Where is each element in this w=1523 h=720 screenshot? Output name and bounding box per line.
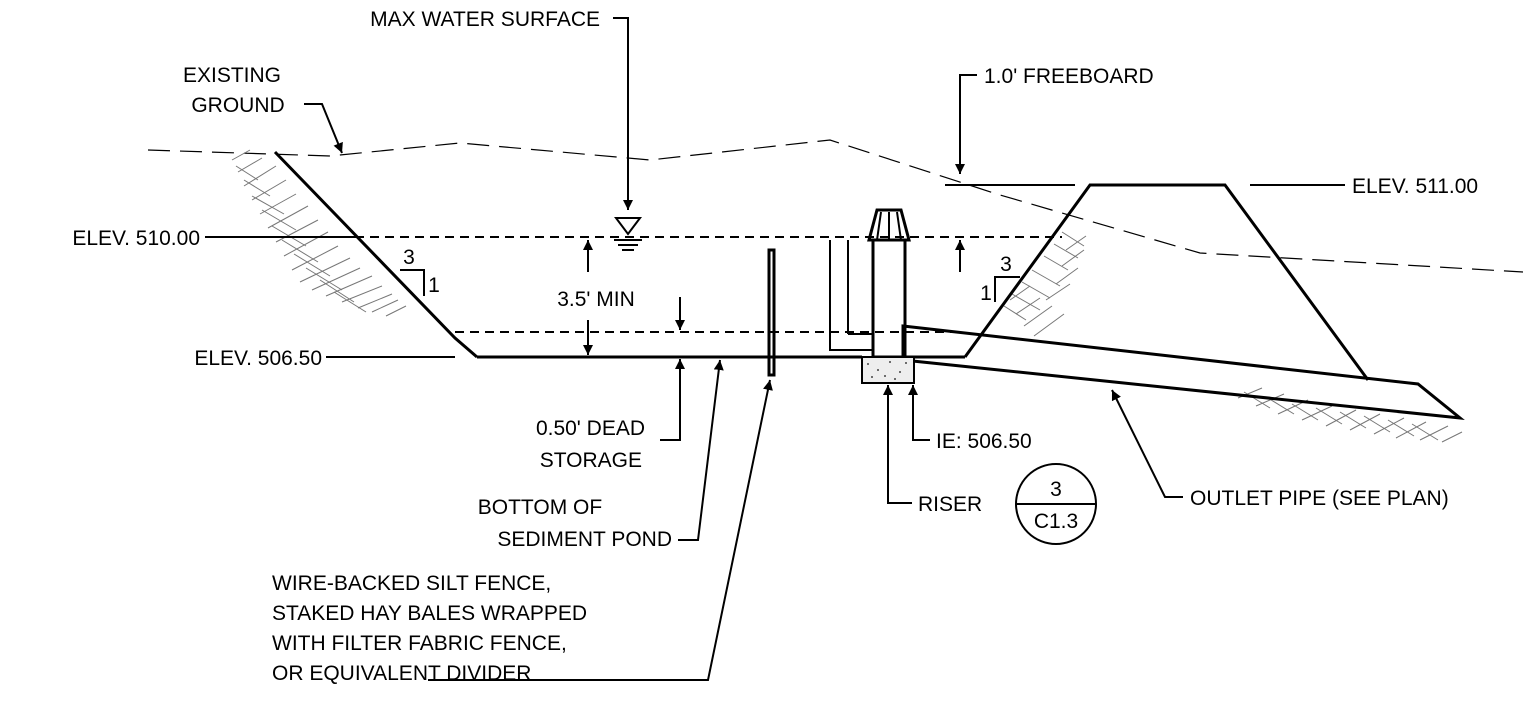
riser-trash-rack-ribs — [876, 211, 902, 241]
soil-hatch-outlet — [1237, 387, 1463, 443]
min-depth-label: 3.5' MIN — [557, 288, 635, 311]
ie-leader — [908, 385, 930, 441]
detail-callout-sheet: C1.3 — [1034, 510, 1078, 533]
dead-storage-label-1: 0.50' DEAD — [536, 417, 645, 440]
divider-label-4: OR EQUIVALENT DIVIDER — [272, 662, 531, 685]
slope-run-right: 3 — [1000, 253, 1012, 276]
riser-trash-rack — [867, 208, 911, 242]
silt-fence-divider — [767, 248, 776, 377]
slope-run-left: 3 — [403, 246, 415, 269]
freeboard-label: 1.0' FREEBOARD — [984, 65, 1154, 88]
riser-label: RISER — [918, 493, 982, 516]
riser-leader — [883, 385, 912, 504]
riser-concrete-base — [861, 356, 915, 384]
existing-ground-label-2: GROUND — [191, 94, 284, 117]
slope-indicator-left — [400, 269, 425, 296]
outlet-pipe-leader — [1111, 389, 1183, 498]
pond-left-side-slope — [273, 150, 478, 359]
existing-ground-label-1: EXISTING — [183, 64, 281, 87]
bottom-leader — [678, 359, 724, 541]
dead-storage-label-2: STORAGE — [540, 449, 642, 472]
divider-leader — [428, 379, 773, 681]
slope-rise-left: 1 — [428, 274, 440, 297]
bottom-label-1: BOTTOM OF — [478, 496, 602, 519]
existing-ground-line — [147, 139, 1523, 273]
riser-pipe — [871, 238, 907, 359]
divider-label-2: STAKED HAY BALES WRAPPED — [272, 602, 587, 625]
concrete-stipple — [867, 361, 907, 380]
ie-label: IE: 506.50 — [936, 430, 1032, 453]
bottom-label-2: SEDIMENT POND — [497, 528, 672, 551]
soil-hatch-right — [1003, 231, 1087, 337]
berm-profile — [963, 183, 1370, 381]
soil-hatch-left — [231, 149, 407, 317]
elev-510-label: ELEV. 510.00 — [72, 227, 200, 250]
slope-indicator-right — [994, 276, 1020, 302]
freeboard-leader — [955, 74, 977, 174]
riser-inlet-pipe — [829, 240, 873, 351]
water-surface-symbol — [614, 217, 642, 236]
elev-511-label: ELEV. 511.00 — [1352, 175, 1478, 198]
detail-callout: 3 C1.3 — [1015, 463, 1097, 545]
detail-callout-number: 3 — [1050, 478, 1062, 501]
divider-label-1: WIRE-BACKED SILT FENCE, — [272, 572, 551, 595]
existing-ground-leader — [304, 103, 343, 154]
divider-label-3: WITH FILTER FABRIC FENCE, — [272, 632, 567, 655]
max-water-surface-label: MAX WATER SURFACE — [370, 8, 600, 31]
max-water-leader — [613, 17, 633, 210]
slope-rise-right: 1 — [980, 282, 992, 305]
outlet-pipe-label: OUTLET PIPE (SEE PLAN) — [1190, 487, 1449, 510]
dead-storage-leader — [660, 359, 685, 441]
elev-506-label: ELEV. 506.50 — [194, 347, 322, 370]
outlet-pipe — [901, 324, 1465, 421]
